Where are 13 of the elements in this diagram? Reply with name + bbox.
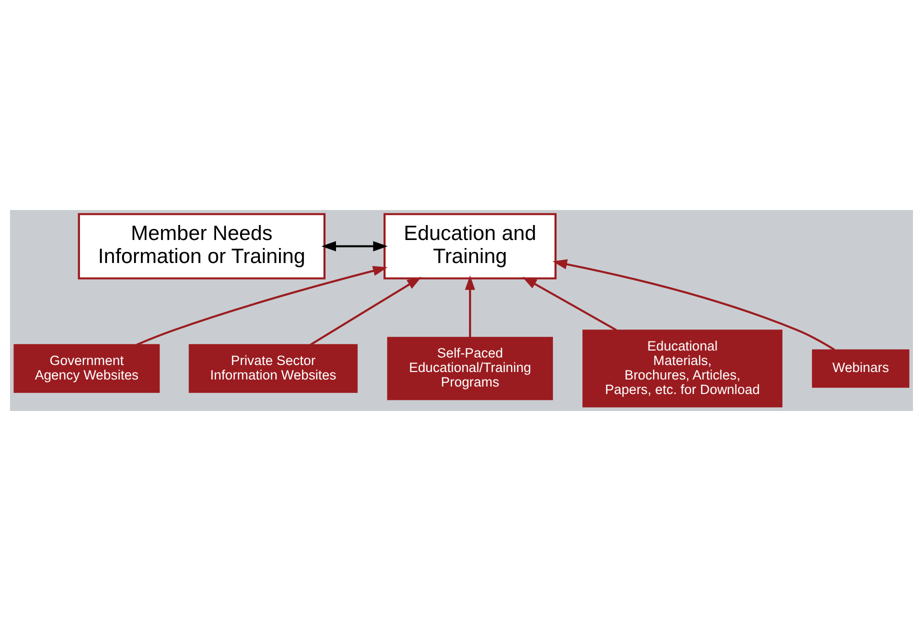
arrow [464,275,476,338]
arrow [522,276,617,332]
node-box: Private Sector Information Websites [188,344,358,393]
node-box: Webinars [812,349,910,388]
arrow [136,266,388,346]
node-box: Member Needs Information or Training [78,213,326,280]
arrow [310,276,422,346]
arrow [321,241,388,252]
node-box: Educational Materials, Brochures, Articles, Papers, etc. for Download [582,330,782,408]
node-box: Education and Training [384,213,557,280]
node-box: Government Agency Websites [14,344,160,393]
node-box: Self-Paced Educational/Training Programs [387,336,553,400]
arrow [552,259,835,351]
